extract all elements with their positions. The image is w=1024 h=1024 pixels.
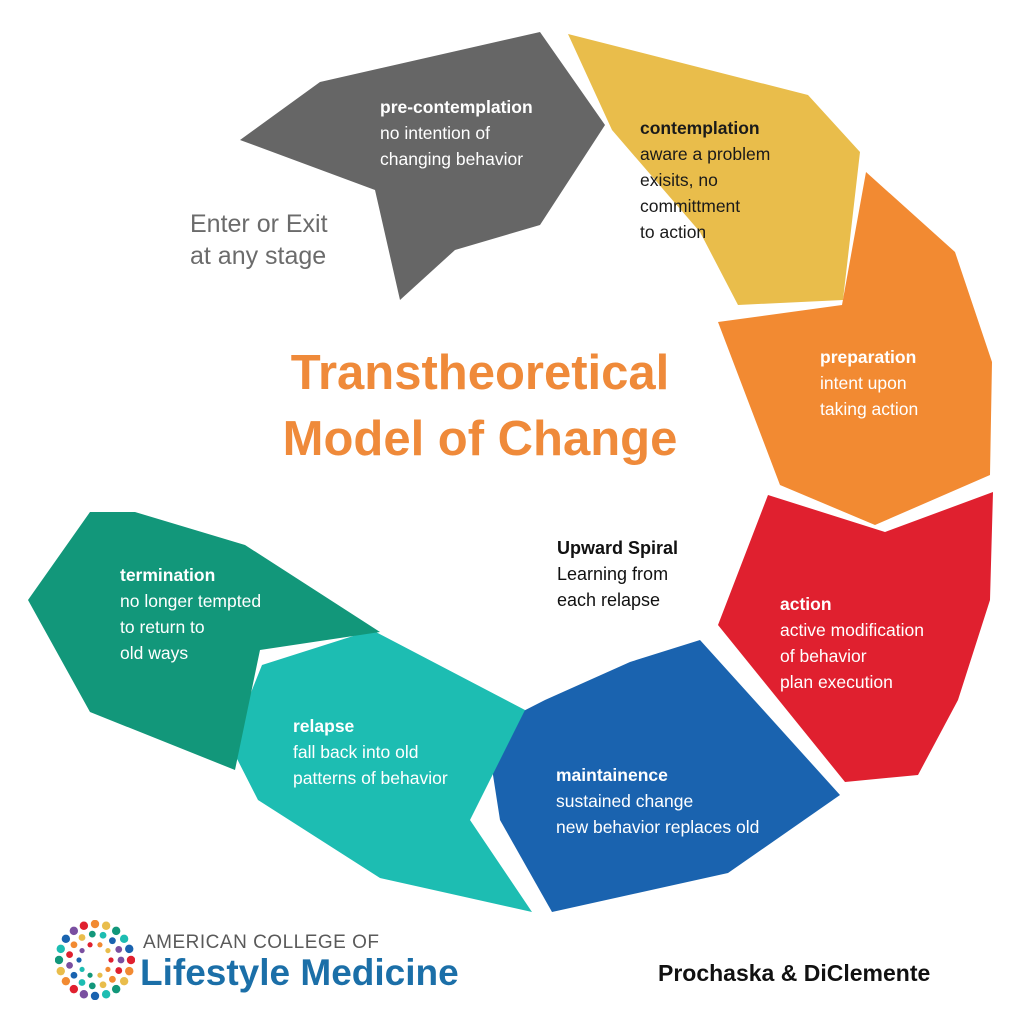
logo-dot xyxy=(119,934,129,944)
logo-dot xyxy=(56,966,65,976)
stage-shape-relapse xyxy=(230,630,532,912)
logo-dot xyxy=(111,926,121,936)
stage-shape-action xyxy=(718,492,993,782)
upward-spiral-label: Upward Spiral Learning from each relapse xyxy=(557,538,679,610)
logo-org-name: Lifestyle Medicine xyxy=(140,952,459,993)
logo-dot xyxy=(101,921,111,930)
logo-dot xyxy=(108,937,116,945)
logo-dot xyxy=(66,951,73,958)
logo-dot xyxy=(61,976,71,986)
logo-dot xyxy=(90,920,100,929)
logo-dot xyxy=(126,955,135,965)
logo-org-line: AMERICAN COLLEGE OF xyxy=(143,932,380,953)
logo-dot xyxy=(66,962,73,969)
logo-dot xyxy=(88,982,96,990)
logo-dot xyxy=(105,966,111,973)
stage-label-action: action active modification of behavior p… xyxy=(780,594,924,692)
logo-dot xyxy=(99,931,107,939)
logo-dot xyxy=(69,984,79,994)
logo-dot xyxy=(108,975,116,983)
logo-dot xyxy=(101,990,111,999)
logo-dot xyxy=(115,967,123,974)
logo-dot xyxy=(79,947,85,954)
stage-label-maintenance: maintainence sustained change new behavi… xyxy=(556,765,760,837)
logo-dot xyxy=(79,966,85,973)
logo-dot xyxy=(117,956,125,964)
stage-label-preparation: preparation intent upon taking action xyxy=(820,347,919,419)
logo-dot xyxy=(90,991,100,1000)
stage-label-termination: termination no longer tempted to return … xyxy=(120,565,262,663)
logo-dot xyxy=(108,957,114,963)
stage-label-contemplation: contemplation aware a problem exisits, n… xyxy=(640,118,771,242)
stage-label-relapse: relapse fall back into old patterns of b… xyxy=(293,716,448,788)
logo-dot xyxy=(111,984,121,994)
stage-shape-preparation xyxy=(718,172,992,525)
logo-dot xyxy=(125,966,134,976)
logo-dot xyxy=(78,979,86,986)
enter-exit-note: Enter or Exit at any stage xyxy=(190,210,328,270)
logo-dot xyxy=(87,942,93,948)
logo-dot xyxy=(56,944,65,954)
logo-dot xyxy=(70,941,78,949)
logo-dot xyxy=(97,942,103,948)
logo-dot xyxy=(87,972,93,978)
stage-shape-precontemplation xyxy=(240,32,605,300)
logo-dot xyxy=(125,944,134,954)
model-credit: Prochaska & DiClemente xyxy=(658,960,931,986)
logo-dot xyxy=(97,972,103,978)
logo-dot xyxy=(61,934,71,944)
stage-shape-termination xyxy=(28,512,380,770)
acolm-logo-icon xyxy=(55,920,135,1000)
logo-dot xyxy=(115,946,123,953)
stage-shape-contemplation xyxy=(568,34,860,305)
logo-dot xyxy=(78,934,86,941)
logo-dot xyxy=(76,957,82,963)
logo-dot xyxy=(105,947,111,954)
stage-shape-maintenance xyxy=(486,640,840,912)
logo-dot xyxy=(79,990,89,999)
logo-dot xyxy=(99,981,107,989)
diagram-title: Transtheoretical Model of Change xyxy=(282,346,678,466)
logo-dot xyxy=(55,955,64,965)
stage-label-precontemplation: pre-contemplation no intention of changi… xyxy=(380,97,533,169)
logo-dot xyxy=(88,930,96,938)
logo-dot xyxy=(119,976,129,986)
logo-dot xyxy=(70,971,78,979)
logo-dot xyxy=(79,921,89,930)
logo-dot xyxy=(69,926,79,936)
